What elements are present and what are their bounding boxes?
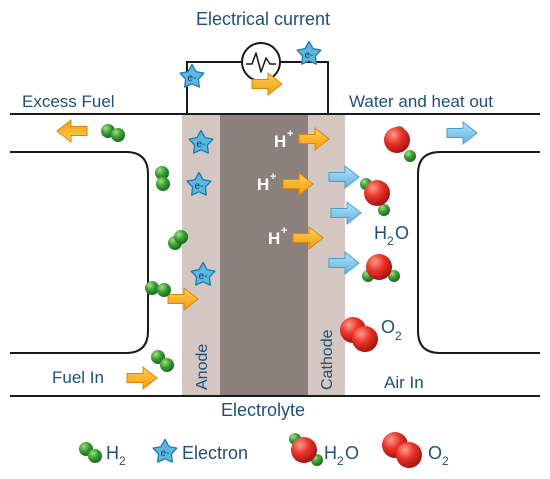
excess-fuel-label: Excess Fuel [22,92,115,111]
proton-label: H + [268,225,287,248]
svg-text:O: O [395,223,409,243]
electron-star-icon: e- [190,261,216,286]
cathode-layer [308,114,345,396]
legend-water: H 2 O [289,433,359,468]
svg-text:H: H [257,175,269,194]
cathode-label: Cathode [319,329,336,390]
air-in-label: Air In [384,373,424,392]
legend-oxygen: O 2 [382,432,449,468]
electrical-current-label: Electrical current [196,9,330,29]
water-molecule-icon [362,254,400,282]
hydrogen-molecule-icon [145,281,171,297]
arrow-icon [126,366,158,390]
svg-text:+: + [281,225,287,237]
fuel-channel-wall [10,151,149,354]
fuel-in-label: Fuel In [52,368,104,387]
oxygen-formula-label: O 2 [381,317,402,343]
svg-text:2: 2 [387,234,394,248]
water-heat-out-label: Water and heat out [349,92,493,111]
proton-label: H + [274,128,293,151]
svg-text:O: O [428,443,442,463]
legend-hydrogen: H 2 [79,442,126,468]
svg-text:e-: e- [305,50,314,61]
svg-text:2: 2 [119,454,126,468]
hydrogen-molecule-icon [101,124,125,142]
svg-text:e-: e- [199,271,208,282]
anode-label: Anode [194,344,211,390]
ammeter-icon [241,42,281,82]
legend-electron: e- Electron [152,438,248,463]
svg-text:+: + [287,128,293,140]
water-molecule-icon [384,126,416,162]
hydrogen-molecule-icon [155,166,170,191]
water-molecule-icon [360,178,390,216]
svg-text:2: 2 [395,329,402,343]
svg-text:2: 2 [337,454,344,468]
electron-star-icon: e- [296,40,322,65]
svg-text:+: + [270,171,276,183]
water-formula-label: H 2 O [374,223,409,248]
external-circuit-wire [186,61,329,114]
oxygen-molecule-icon [340,317,378,352]
svg-text:O: O [381,317,395,337]
svg-text:H: H [324,443,337,463]
air-channel-wall [417,151,540,354]
anode-layer [182,114,220,396]
svg-text:e-: e- [195,181,204,192]
proton-label: H + [257,171,276,194]
svg-text:H: H [106,443,119,463]
svg-text:e-: e- [197,139,206,150]
electrolyte-label: Electrolyte [221,400,305,420]
electrolyte-layer [220,114,308,396]
svg-text:H: H [268,229,280,248]
hydrogen-molecule-icon [168,230,188,250]
svg-text:Electron: Electron [182,443,248,463]
svg-text:H: H [274,132,286,151]
svg-text:e-: e- [161,448,170,459]
svg-text:e-: e- [188,73,197,84]
svg-text:2: 2 [442,454,449,468]
hydrogen-molecule-icon [151,350,174,372]
legend: H 2 e- Electron H 2 O O 2 [79,432,449,468]
arrow-icon [56,119,88,143]
electron-star-icon: e- [188,129,214,154]
electron-star-icon: e- [179,63,205,88]
arrow-icon [446,121,478,145]
electron-star-icon: e- [186,171,212,196]
svg-text:H: H [374,223,387,243]
svg-text:O: O [345,443,359,463]
